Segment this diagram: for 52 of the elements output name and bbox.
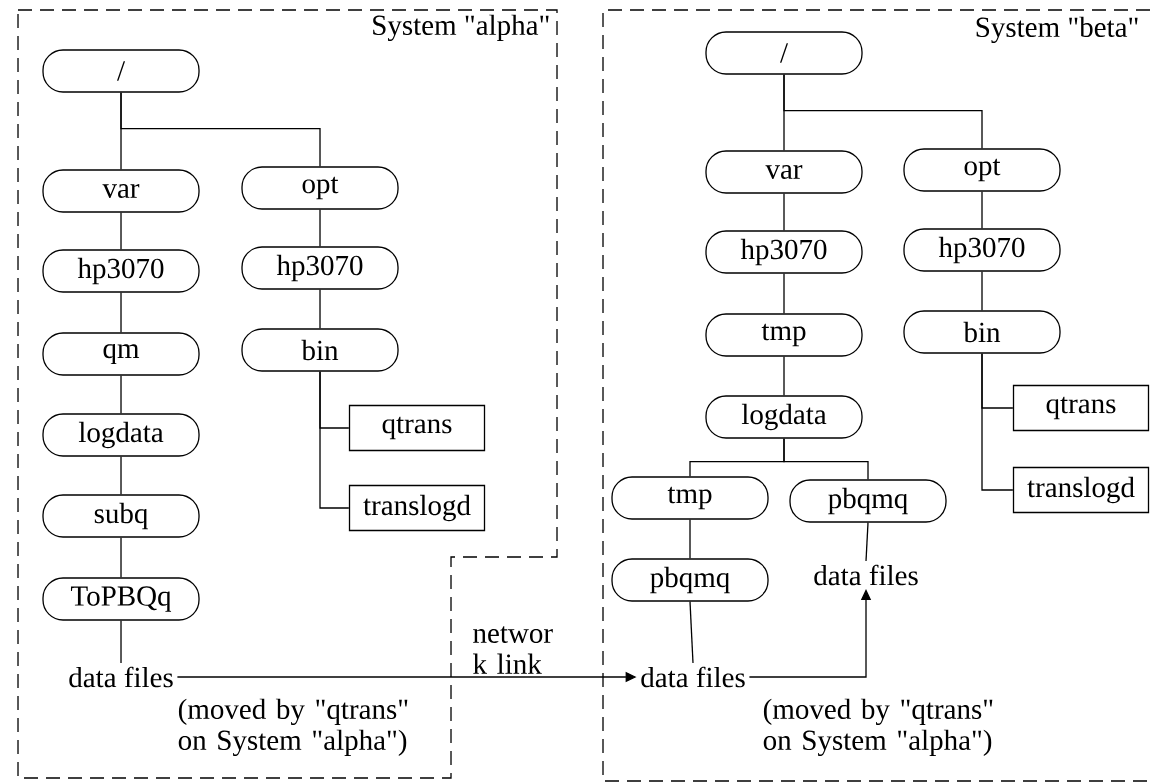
connector-line (981, 271, 983, 311)
connector-line (981, 191, 983, 229)
connector-line (783, 356, 785, 396)
connector-line (689, 519, 691, 559)
connector-line (783, 438, 869, 480)
connector-line (783, 193, 785, 231)
connector-line (783, 273, 785, 314)
rounded-box: hp3070 (903, 228, 1061, 272)
rounded-box: logdata (705, 395, 863, 439)
rounded-box: / (42, 49, 200, 93)
rounded-box: opt (241, 166, 399, 210)
connector-line (981, 353, 1014, 491)
rounded-box: opt (903, 148, 1061, 192)
rounded-box: tmp (611, 476, 769, 520)
connector-line (319, 289, 321, 329)
file-box: qtrans (1012, 384, 1150, 432)
connector-line (865, 522, 869, 562)
connector-line (783, 74, 983, 149)
connector-line (120, 212, 122, 250)
connector-line (319, 371, 350, 509)
connector-line (120, 375, 122, 414)
note-text: (moved by "qtrans" on System "alpha") (178, 698, 408, 756)
rounded-box: var (42, 169, 200, 213)
rounded-box: ToPBQq (42, 577, 200, 621)
rounded-box: pbqmq (789, 479, 947, 523)
rounded-box: tmp (705, 313, 863, 357)
rounded-box: subq (42, 494, 200, 538)
file-box: qtrans (348, 404, 486, 452)
rounded-box: hp3070 (42, 249, 200, 293)
text-label: data files (814, 564, 918, 586)
rounded-box: hp3070 (241, 246, 399, 290)
edge-label: networ k link (473, 626, 553, 674)
connector-line (120, 456, 122, 495)
note-text: (moved by "qtrans" on System "alpha") (763, 698, 993, 756)
rounded-box: hp3070 (705, 230, 863, 274)
connector-line (319, 209, 321, 247)
file-box: translogd (348, 484, 486, 532)
rounded-box: logdata (42, 413, 200, 457)
text-label: data files (69, 666, 173, 688)
connector-line (689, 601, 694, 664)
rounded-box: bin (241, 328, 399, 372)
connector-line (120, 537, 122, 578)
rounded-box: bin (903, 310, 1061, 354)
file-box: translogd (1012, 466, 1150, 514)
rounded-box: qm (42, 332, 200, 376)
connector-line (120, 92, 321, 167)
rounded-box: pbqmq (611, 558, 769, 602)
rounded-box: var (705, 150, 863, 194)
rounded-box: / (705, 31, 863, 75)
connector-line (120, 292, 122, 333)
text-label: data files (641, 666, 745, 688)
connector-line (120, 620, 122, 664)
